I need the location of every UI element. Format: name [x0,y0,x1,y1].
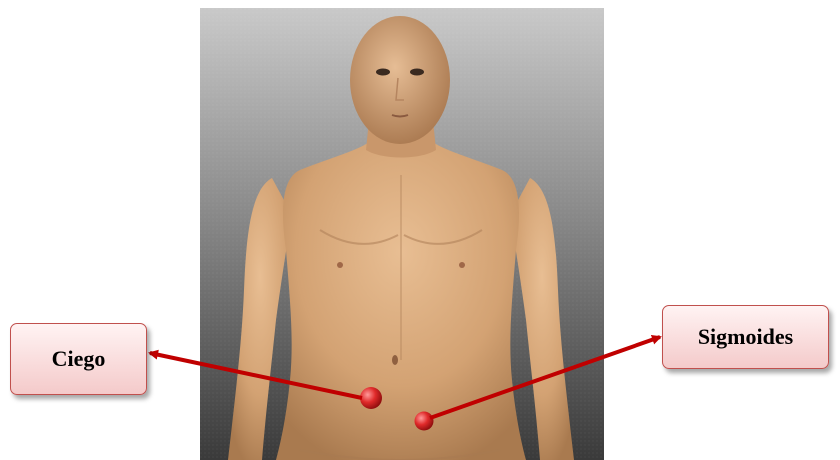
ciego-label-box: Ciego [10,323,147,395]
ciego-label: Ciego [52,346,106,372]
sigmoides-label-box: Sigmoides [662,305,829,369]
sigmoides-marker [415,412,434,431]
sigmoides-label: Sigmoides [698,324,793,350]
head [350,16,450,144]
ciego-marker [360,387,382,409]
